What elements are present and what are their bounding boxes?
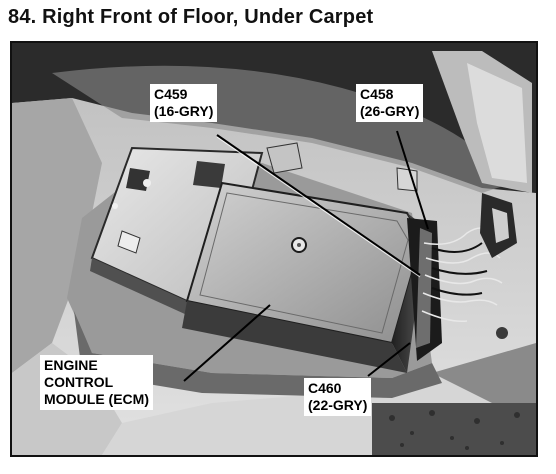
callout-c458: C458 (26-GRY) bbox=[356, 84, 424, 122]
connector-id-c458: C458 bbox=[360, 86, 394, 102]
ecm-label-line-1: ENGINE bbox=[44, 357, 98, 373]
connector-spec-c460: (22-GRY) bbox=[308, 397, 368, 413]
connector-spec-c459: (16-GRY) bbox=[154, 103, 214, 119]
connector-id-c459: C459 bbox=[154, 86, 188, 102]
callout-c459: C459 (16-GRY) bbox=[150, 84, 218, 122]
ecm-label-line-3: MODULE (ECM) bbox=[44, 391, 149, 407]
callout-c460: C460 (22-GRY) bbox=[304, 378, 372, 416]
connector-spec-c458: (26-GRY) bbox=[360, 103, 420, 119]
callout-ecm: ENGINE CONTROL MODULE (ECM) bbox=[40, 355, 153, 410]
figure-title: 84. Right Front of Floor, Under Carpet bbox=[8, 6, 374, 28]
ecm-location-photo: C459 (16-GRY) C458 (26-GRY) C460 (22-GRY… bbox=[10, 41, 538, 457]
photo-illustration bbox=[12, 43, 536, 455]
ecm-label-line-2: CONTROL bbox=[44, 374, 114, 390]
connector-id-c460: C460 bbox=[308, 380, 342, 396]
